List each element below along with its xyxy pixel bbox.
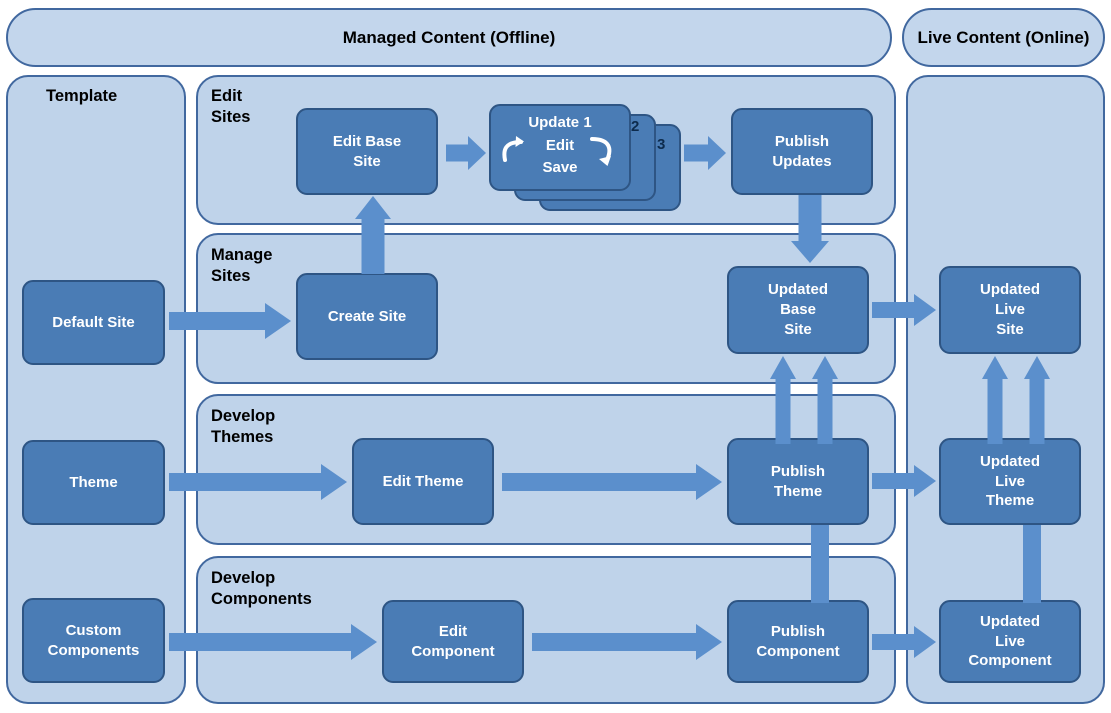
arrow-edit-theme-to-publish-theme [502,464,722,500]
node-publish-theme-label: Publish Theme [770,462,826,500]
node-default-site[interactable]: Default Site [22,280,165,365]
arrow-updated-base-to-updated-live-site [872,294,936,326]
panel-live-content [906,75,1105,704]
node-edit-base-site[interactable]: Edit Base Site [296,108,438,195]
arrow-update-to-publish-updates [684,136,726,170]
node-edit-theme-label: Edit Theme [382,472,464,490]
node-theme-label: Theme [69,473,118,491]
arrow-publish-updates-to-updated-base-site [780,195,840,263]
node-updated-live-component[interactable]: Updated Live Component [939,600,1081,683]
node-custom-components-label: Custom Components [47,621,140,659]
banner-live-content-label: Live Content (Online) [917,27,1090,47]
node-updated-live-theme-label: Updated Live Theme [980,452,1040,510]
arrow-publish-component-to-updated-live-component [872,626,936,658]
node-updated-live-component-label: Updated Live Component [968,612,1052,670]
node-create-site-label: Create Site [327,307,407,325]
arrow-create-site-to-edit-base-site [348,196,398,274]
node-create-site[interactable]: Create Site [296,273,438,360]
connector-publish-component-to-publish-theme [811,525,829,603]
node-edit-base-site-label: Edit Base Site [332,132,402,170]
node-theme[interactable]: Theme [22,440,165,525]
node-publish-updates-label: Publish Updates [772,132,832,170]
node-update-title-label: Update 1 [528,114,592,131]
banner-managed-content: Managed Content (Offline) [6,8,892,67]
label-develop-themes: Develop Themes [211,407,276,447]
node-updated-live-site[interactable]: Updated Live Site [939,266,1081,354]
connector-live-component-to-live-theme [1023,525,1041,603]
arrow-edit-component-to-publish-component [532,624,722,660]
node-edit-theme[interactable]: Edit Theme [352,438,494,525]
node-update-edit-label: Edit [545,136,575,154]
banner-managed-content-label: Managed Content (Offline) [342,27,556,47]
node-publish-updates[interactable]: Publish Updates [731,108,873,195]
node-publish-theme[interactable]: Publish Theme [727,438,869,525]
label-develop-components: Develop Components [211,569,312,609]
label-manage-sites: Manage Sites [211,246,273,286]
node-default-site-label: Default Site [52,313,135,331]
arrow-theme-to-edit-theme [169,464,347,500]
node-updated-live-theme[interactable]: Updated Live Theme [939,438,1081,525]
stack-number-2: 2 [631,118,640,135]
node-custom-components[interactable]: Custom Components [22,598,165,683]
node-update-save-label: Save [542,158,578,176]
arrow-custom-components-to-edit-component [169,624,377,660]
arrow-edit-base-to-update [446,136,486,170]
node-edit-component-label: Edit Component [411,622,495,660]
arrow-publish-theme-to-updated-live-theme [872,465,936,497]
loop-arrow-left-icon [502,136,524,162]
node-updated-base-site-label: Updated Base Site [768,281,828,338]
node-updated-live-site-label: Updated Live Site [980,281,1040,338]
node-edit-component[interactable]: Edit Component [382,600,524,683]
stack-number-3: 3 [657,136,666,153]
arrow-default-site-to-create-site [169,303,291,339]
arrow-publish-component-to-updated-base-site [806,356,844,444]
arrow-live-component-to-live-site [1018,356,1056,444]
arrow-live-theme-to-live-site [976,356,1014,444]
node-publish-component[interactable]: Publish Component [727,600,869,683]
node-publish-component-label: Publish Component [756,622,840,660]
arrow-publish-theme-to-updated-base-site [764,356,802,444]
label-template: Template [46,87,118,105]
loop-arrow-right-icon [590,137,612,166]
node-updated-base-site[interactable]: Updated Base Site [727,266,869,354]
banner-live-content: Live Content (Online) [902,8,1105,67]
label-edit-sites: Edit Sites [211,87,251,127]
